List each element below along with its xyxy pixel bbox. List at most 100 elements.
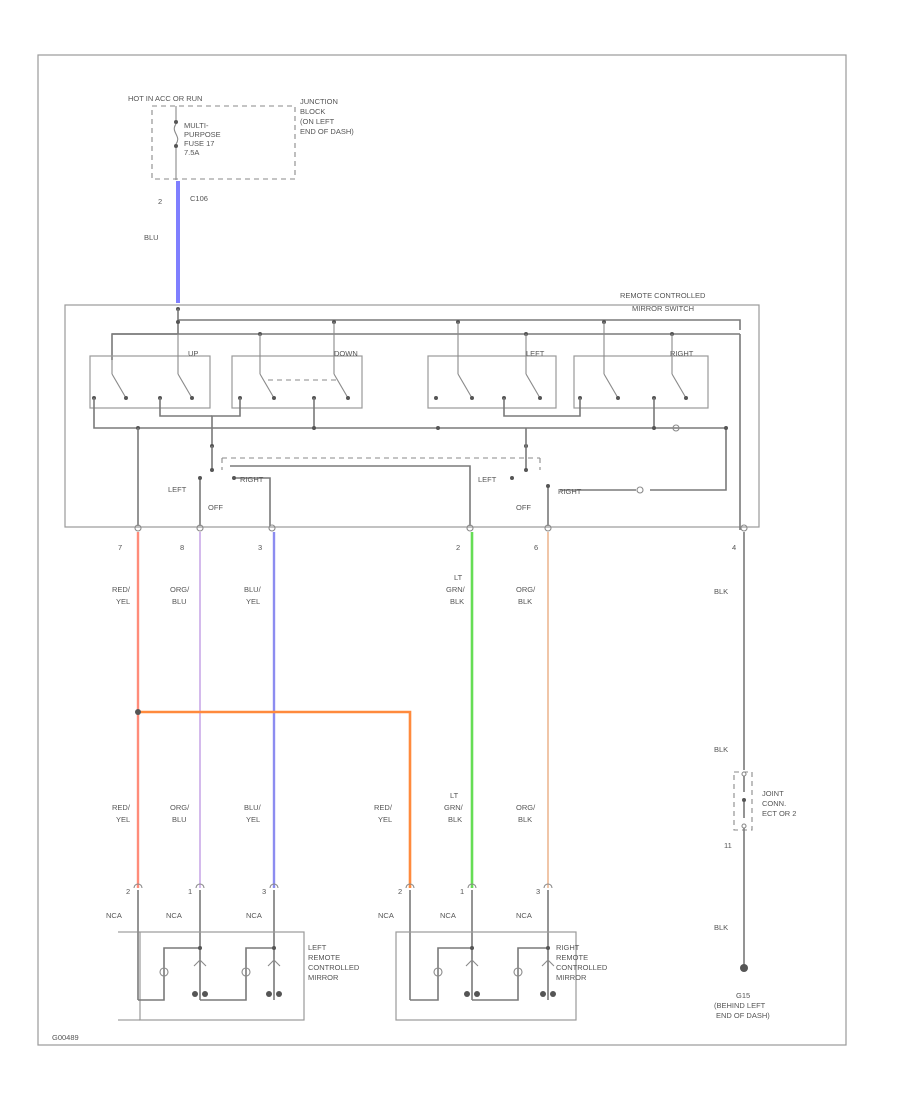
wire-label: BLK — [518, 815, 532, 824]
wire-label: BLU — [172, 815, 187, 824]
nca-label: NCA — [166, 911, 182, 920]
wire-label: YEL — [116, 597, 130, 606]
pin-4: 4 — [732, 543, 736, 552]
selector-right-label: RIGHT — [240, 475, 264, 484]
fuse-label-1: MULTI- — [184, 121, 209, 130]
wire-label: BLK — [518, 597, 532, 606]
mirror-pin: 1 — [188, 887, 192, 896]
up-switch-group — [89, 355, 211, 409]
switch-connector-terminals — [134, 524, 748, 532]
right-mirror-label: REMOTE — [556, 953, 588, 962]
joint-conn-label: ECT OR 2 — [762, 809, 796, 818]
wire-label: BLK — [714, 587, 728, 596]
fuse-label-3: FUSE 17 — [184, 139, 214, 148]
wire-label: ORG/ — [516, 803, 536, 812]
switch-down-label: DOWN — [334, 349, 358, 358]
diagram-code: G00489 — [52, 1033, 79, 1042]
wire-label: RED/ — [374, 803, 393, 812]
switch-internal-wiring — [93, 398, 728, 526]
wire-label: LT — [450, 791, 459, 800]
ground-icon — [740, 964, 748, 972]
diagram-frame — [37, 54, 847, 1046]
ground-wire-label: BLK — [714, 745, 728, 754]
switch-terminals — [92, 396, 688, 400]
fuse-label-2: PURPOSE — [184, 130, 221, 139]
fuse-label-4: 7.5A — [184, 148, 199, 157]
junction-label-3: (ON LEFT — [300, 117, 335, 126]
nca-label: NCA — [378, 911, 394, 920]
wire-label: BLU/ — [244, 803, 262, 812]
down-switch-group — [231, 355, 363, 409]
right-mirror-motors — [410, 946, 556, 1001]
wire-label: YEL — [116, 815, 130, 824]
adjust-off-label: OFF — [516, 503, 531, 512]
mirror-pin: 2 — [398, 887, 402, 896]
bus-node — [176, 320, 180, 324]
ground-point-label: G15 — [736, 991, 750, 1000]
ground-pin-label: 11 — [724, 841, 732, 850]
switch-left-label: LEFT — [526, 349, 545, 358]
left-mirror-motors — [138, 946, 282, 1001]
right-switch-group — [573, 355, 709, 409]
wire-red-yel-right — [138, 710, 412, 888]
fuse-terminal-bottom — [174, 144, 178, 148]
pin-3: 3 — [258, 543, 262, 552]
right-mirror-label: MIRROR — [556, 973, 587, 982]
left-mirror-label: CONTROLLED — [308, 963, 360, 972]
adjust-left-label: LEFT — [478, 475, 497, 484]
pin-8: 8 — [180, 543, 184, 552]
junction-label-1: JUNCTION — [300, 97, 338, 106]
right-mirror-label: CONTROLLED — [556, 963, 608, 972]
ground-point-label: END OF DASH) — [716, 1011, 770, 1020]
joint-conn-label: CONN. — [762, 799, 786, 808]
ground-point-label: (BEHIND LEFT — [714, 1001, 766, 1010]
fuse-icon — [173, 123, 179, 145]
wire-label: GRN/ — [446, 585, 466, 594]
nca-label: NCA — [246, 911, 262, 920]
switch-title-1: REMOTE CONTROLLED — [620, 291, 706, 300]
joint-conn-label: JOINT — [762, 789, 784, 798]
wire-label: YEL — [378, 815, 392, 824]
connector-c106: C106 — [190, 194, 208, 203]
wire-label: BLU/ — [244, 585, 262, 594]
nca-label: NCA — [106, 911, 122, 920]
fuse-terminal-top — [174, 120, 178, 124]
junction-label-2: BLOCK — [300, 107, 325, 116]
power-bus-top — [177, 309, 741, 330]
pin-6: 6 — [534, 543, 538, 552]
wire-label: LT — [454, 573, 463, 582]
splice-red-yel — [135, 709, 141, 715]
adjust-right-label: RIGHT — [558, 487, 582, 496]
selector-off-label: OFF — [208, 503, 223, 512]
wire-label: ORG/ — [170, 803, 190, 812]
power-label: HOT IN ACC OR RUN — [128, 94, 202, 103]
joint-connector — [741, 771, 747, 966]
wire-label: ORG/ — [170, 585, 190, 594]
mirror-pin: 3 — [536, 887, 540, 896]
junction-block-outline — [151, 105, 296, 180]
switch-title-2: MIRROR SWITCH — [632, 304, 694, 313]
wire-label: YEL — [246, 597, 260, 606]
ground-wire-label: BLK — [714, 923, 728, 932]
switch-up-label: UP — [188, 349, 198, 358]
wire-blu-label: BLU — [144, 233, 159, 242]
left-mirror-label: LEFT — [308, 943, 327, 952]
wire-label: BLU — [172, 597, 187, 606]
selector-left-label: LEFT — [168, 485, 187, 494]
right-mirror-outline — [395, 931, 577, 1021]
nca-label: NCA — [440, 911, 456, 920]
left-switch-group — [427, 355, 557, 409]
pin-7: 7 — [118, 543, 122, 552]
switch-right-label: RIGHT — [670, 349, 694, 358]
pin-2: 2 — [456, 543, 460, 552]
mirror-pin: 3 — [262, 887, 266, 896]
wire-label: YEL — [246, 815, 260, 824]
mirror-pin: 2 — [126, 887, 130, 896]
wire-label: BLK — [450, 597, 464, 606]
right-mirror-label: RIGHT — [556, 943, 580, 952]
wire-label: RED/ — [112, 803, 131, 812]
nca-label: NCA — [516, 911, 532, 920]
mirror-pin: 1 — [460, 887, 464, 896]
